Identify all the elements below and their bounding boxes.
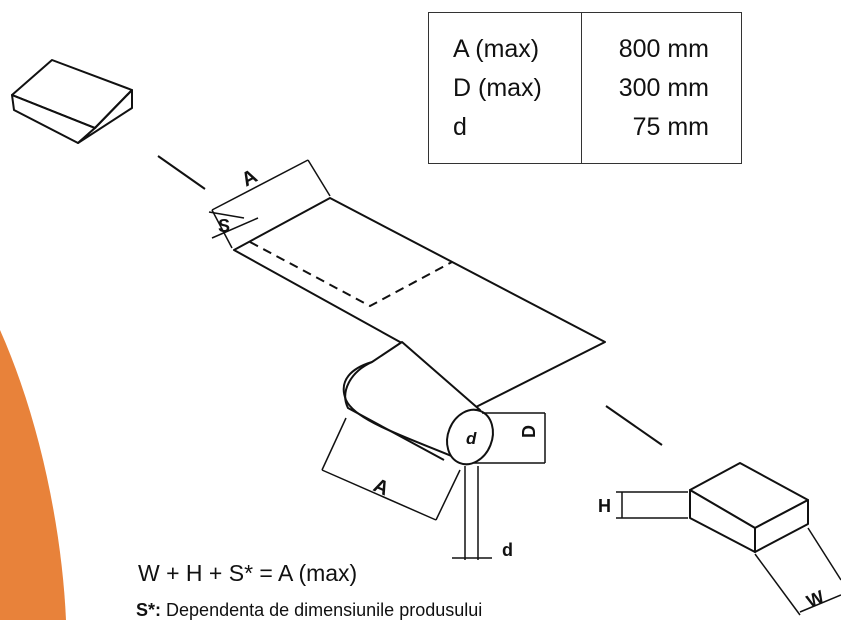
- roll-diameter-label: D: [519, 425, 539, 438]
- film-roll: [342, 341, 494, 466]
- feed-line-out: [605, 405, 663, 446]
- feed-line-in: [157, 155, 206, 190]
- spec-label: A (max): [453, 34, 540, 63]
- output-product-box: [689, 462, 809, 553]
- core-circle-label: d: [466, 429, 477, 448]
- core-diameter-dimension: [452, 466, 492, 560]
- spec-label: d: [453, 112, 467, 141]
- footnote: S*: Dependenta de dimensiunile produsulu…: [136, 600, 482, 621]
- spec-values-column: 800 mm 300 mm 75 mm: [582, 13, 741, 163]
- spec-value: 800 mm: [618, 34, 709, 63]
- seal-dimension: [208, 211, 259, 239]
- formula: W + H + S* = A (max): [138, 560, 358, 586]
- core-diameter-label: d: [502, 540, 513, 560]
- footnote-text: Dependenta de dimensiunile produsului: [166, 600, 483, 620]
- spec-value: 300 mm: [618, 73, 709, 102]
- orange-accent-shape: [0, 330, 66, 620]
- height-dimension: [616, 491, 688, 519]
- width-label: W: [803, 586, 827, 611]
- film-width-dimension: [211, 159, 331, 249]
- spec-labels-column: A (max) D (max) d: [429, 13, 582, 163]
- footnote-key: S*:: [136, 600, 162, 620]
- roll-diameter-dimension: [474, 412, 546, 464]
- roll-width-label: A: [370, 474, 392, 500]
- film-width-label: A: [238, 165, 261, 191]
- seal-label: S: [218, 216, 230, 236]
- spec-label: D (max): [453, 73, 542, 102]
- width-dimension: [754, 527, 841, 616]
- spec-value: 75 mm: [632, 112, 709, 141]
- roll-width-dimension: [321, 417, 461, 521]
- spec-table: A (max) D (max) d 800 mm 300 mm 75 mm: [428, 12, 742, 164]
- input-product-box: [11, 59, 133, 144]
- seal-dashed-outline: [249, 241, 453, 308]
- height-label: H: [598, 496, 611, 516]
